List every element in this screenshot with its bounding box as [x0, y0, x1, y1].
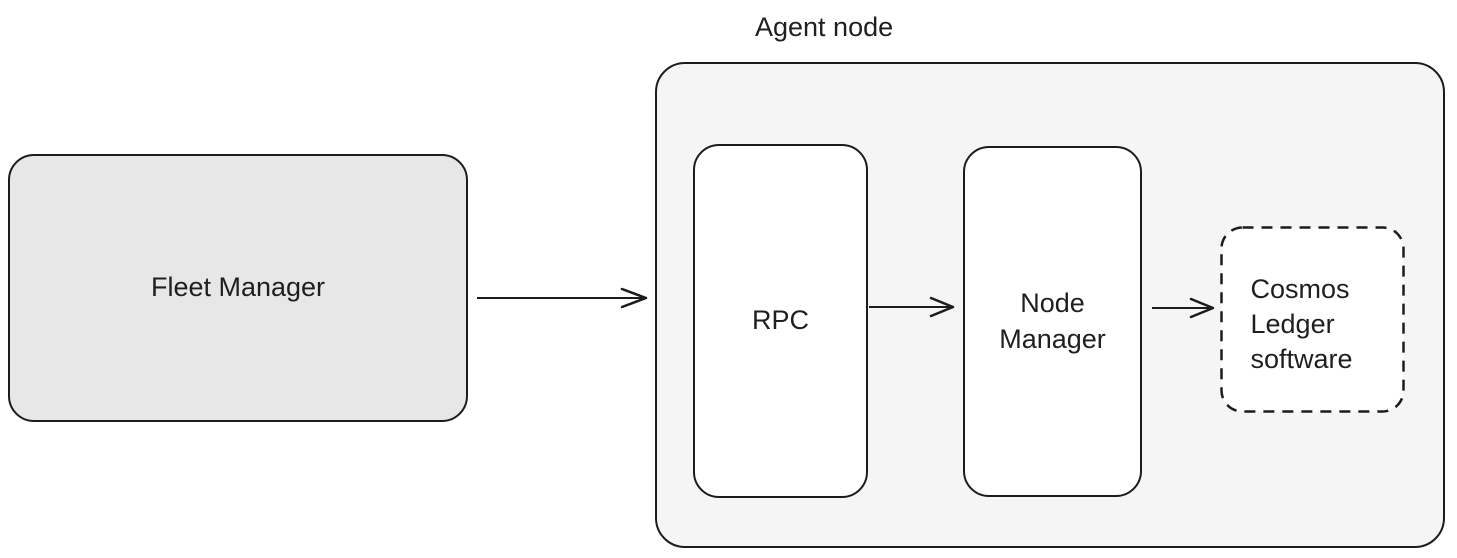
node-manager-label: Node Manager — [999, 288, 1106, 354]
rpc-node: RPC — [693, 144, 868, 498]
arrow-fleet-to-agent — [477, 287, 648, 309]
fleet-manager-label: Fleet Manager — [150, 272, 326, 303]
rpc-label: RPC — [751, 305, 809, 336]
agent-node-title: Agent node — [755, 12, 894, 42]
dashed-border — [1220, 226, 1405, 413]
cosmos-ledger-label: Cosmos Ledger software — [1250, 273, 1353, 375]
fleet-manager-node: Fleet Manager — [8, 154, 468, 422]
node-manager-node: Node Manager — [963, 146, 1142, 497]
cosmos-ledger-node: Cosmos Ledger software — [1220, 226, 1405, 413]
